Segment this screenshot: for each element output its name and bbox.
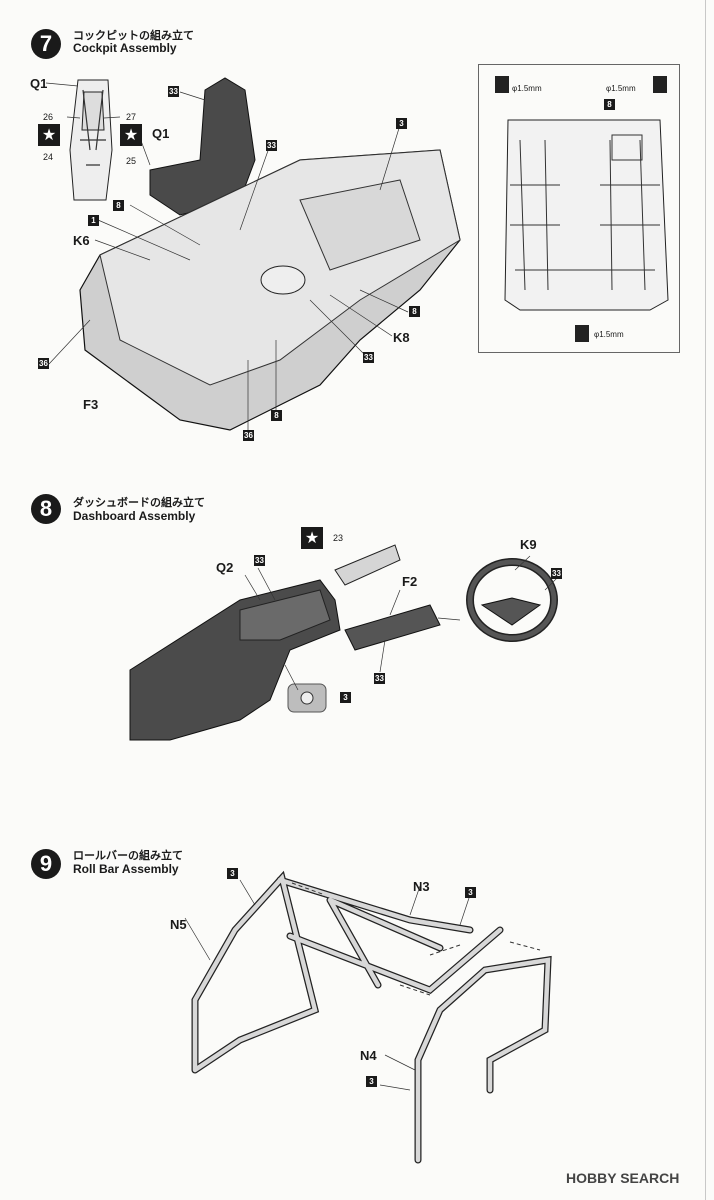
dashboard-assembly-drawing: [129, 544, 561, 741]
part-label-n4: N4: [360, 1048, 377, 1063]
drill-bit-icon: [653, 76, 667, 93]
step-title-en: Cockpit Assembly: [73, 41, 177, 55]
part-label-f2: F2: [402, 574, 418, 589]
part-badge: 8: [604, 99, 615, 110]
part-badge: 3: [227, 868, 238, 879]
part-badge: 36: [243, 430, 254, 441]
part-badge: 3: [396, 118, 407, 129]
part-label-n5: N5: [170, 917, 187, 932]
step-number: 7: [31, 29, 61, 59]
part-badge: 3: [366, 1076, 377, 1087]
part-badge: 33: [254, 555, 265, 566]
part-label-k8: K8: [393, 330, 410, 345]
part-badge: 33: [363, 352, 374, 363]
drill-dimension: φ1.5mm: [594, 330, 624, 339]
part-badge: 3: [465, 887, 476, 898]
part-number-23: 23: [333, 533, 344, 543]
part-badge: 33: [266, 140, 277, 151]
drill-detail-inset: [478, 64, 680, 353]
part-number-26: 26: [43, 112, 54, 122]
hobby-search-watermark: HOBBY SEARCH: [566, 1170, 680, 1186]
step-title-jp: ロールバーの組み立て: [73, 849, 183, 862]
part-badge: 1: [88, 215, 99, 226]
part-number-24: 24: [43, 152, 54, 162]
step-title-jp: ダッシュボードの組み立て: [73, 496, 205, 509]
star-icon: ★: [120, 124, 142, 146]
part-badge: 33: [374, 673, 385, 684]
part-badge: 3: [340, 692, 351, 703]
step-title-en: Dashboard Assembly: [73, 509, 196, 523]
part-badge: 33: [168, 86, 179, 97]
drill-bit-icon: [575, 325, 589, 342]
part-badge: 33: [551, 568, 562, 579]
part-label-k6: K6: [73, 233, 90, 248]
part-label-q1: Q1: [30, 76, 48, 91]
part-badge: 8: [113, 200, 124, 211]
part-badge: 8: [409, 306, 420, 317]
star-icon: ★: [38, 124, 60, 146]
part-label-k9: K9: [520, 537, 537, 552]
part-label-f3: F3: [83, 397, 99, 412]
part-badge: 36: [38, 358, 49, 369]
page-edge-line: [705, 0, 706, 1200]
part-label-q2: Q2: [216, 560, 234, 575]
step-title-jp: コックピットの組み立て: [73, 29, 194, 42]
drill-bit-icon: [495, 76, 509, 93]
step-title-en: Roll Bar Assembly: [73, 862, 179, 876]
drill-dimension: φ1.5mm: [512, 84, 542, 93]
part-number-25: 25: [126, 156, 137, 166]
drill-dimension: φ1.5mm: [606, 84, 636, 93]
star-icon: ★: [301, 527, 323, 549]
part-label-n3: N3: [413, 879, 430, 894]
part-badge: 8: [271, 410, 282, 421]
step-number: 9: [31, 849, 61, 879]
cockpit-assembly-drawing: [45, 77, 669, 435]
part-label-q1-seat: Q1: [152, 126, 170, 141]
part-number-27: 27: [126, 112, 137, 122]
step-number: 8: [31, 494, 61, 524]
